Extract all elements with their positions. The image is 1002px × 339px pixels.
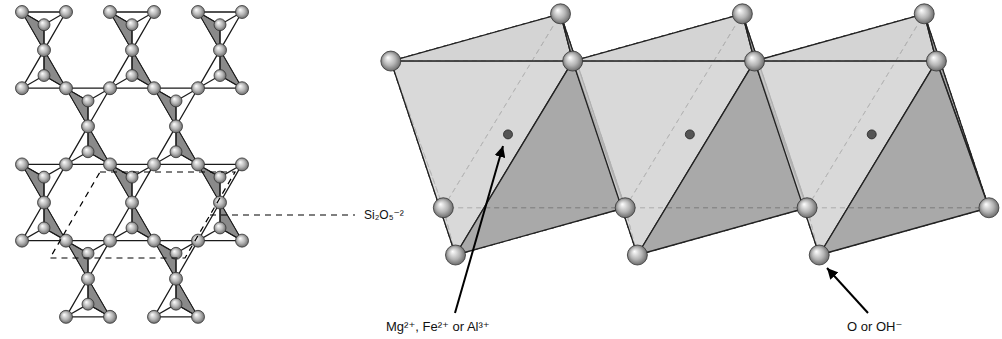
- apical-oxygen: [170, 146, 182, 158]
- basal-oxygen: [104, 82, 117, 95]
- basal-oxygen: [60, 6, 73, 19]
- apical-oxygen: [38, 19, 50, 31]
- oxygen-atom: [551, 4, 571, 24]
- cation: [504, 130, 513, 139]
- apical-oxygen: [126, 222, 138, 234]
- basal-oxygen: [16, 6, 29, 19]
- tetrahedral-sheet: [16, 6, 356, 324]
- oxygen-atom: [797, 198, 817, 218]
- oxygen-atom: [433, 198, 453, 218]
- basal-oxygen: [82, 120, 95, 133]
- cation: [685, 130, 694, 139]
- basal-oxygen: [60, 158, 73, 171]
- basal-oxygen: [236, 82, 249, 95]
- oxygen-atom: [926, 51, 946, 71]
- basal-oxygen: [170, 120, 183, 133]
- apical-oxygen: [82, 95, 94, 107]
- cation: [867, 130, 876, 139]
- apical-oxygen: [38, 222, 50, 234]
- basal-oxygen: [16, 82, 29, 95]
- figure-label: O or OH⁻: [845, 319, 904, 335]
- figure-label: Mg²⁺, Fe²⁺ or Al³⁺: [384, 319, 492, 335]
- basal-oxygen: [236, 234, 249, 247]
- basal-oxygen: [192, 82, 205, 95]
- basal-oxygen: [192, 158, 205, 171]
- apical-oxygen: [126, 70, 138, 82]
- apical-oxygen: [214, 70, 226, 82]
- basal-oxygen: [148, 6, 161, 19]
- pointer-arrow: [827, 268, 868, 313]
- basal-oxygen: [192, 234, 205, 247]
- pointer-arrow: [455, 146, 503, 313]
- apical-oxygen: [170, 298, 182, 310]
- basal-oxygen: [148, 82, 161, 95]
- apical-oxygen: [170, 95, 182, 107]
- apical-oxygen: [214, 171, 226, 183]
- basal-oxygen: [148, 310, 161, 323]
- basal-oxygen: [170, 272, 183, 285]
- octahedron-face: [391, 14, 573, 61]
- basal-oxygen: [214, 44, 227, 57]
- apical-oxygen: [38, 70, 50, 82]
- octahedron-face: [755, 14, 937, 61]
- basal-oxygen: [104, 158, 117, 171]
- basal-oxygen: [214, 196, 227, 209]
- basal-oxygen: [104, 234, 117, 247]
- oxygen-atom: [627, 245, 647, 265]
- basal-oxygen: [16, 158, 29, 171]
- basal-oxygen: [192, 310, 205, 323]
- apical-oxygen: [38, 171, 50, 183]
- oxygen-atom: [809, 245, 829, 265]
- apical-oxygen: [126, 171, 138, 183]
- unit-cell: [50, 172, 235, 258]
- basal-oxygen: [126, 196, 139, 209]
- octahedral-sheet: [381, 4, 999, 265]
- basal-oxygen: [236, 158, 249, 171]
- oxygen-atom: [615, 198, 635, 218]
- basal-oxygen: [60, 234, 73, 247]
- oxygen-atom: [914, 4, 934, 24]
- oxygen-atom: [446, 245, 466, 265]
- apical-oxygen: [126, 19, 138, 31]
- apical-oxygen: [82, 298, 94, 310]
- basal-oxygen: [192, 6, 205, 19]
- apical-oxygen: [214, 222, 226, 234]
- apical-oxygen: [82, 146, 94, 158]
- oxygen-atom: [381, 51, 401, 71]
- basal-oxygen: [60, 82, 73, 95]
- basal-oxygen: [38, 196, 51, 209]
- leader-line: [210, 214, 355, 215]
- basal-oxygen: [126, 44, 139, 57]
- basal-oxygen: [38, 44, 51, 57]
- basal-oxygen: [16, 234, 29, 247]
- basal-oxygen: [104, 310, 117, 323]
- octahedron-face: [573, 14, 755, 61]
- basal-oxygen: [82, 272, 95, 285]
- oxygen-atom: [745, 51, 765, 71]
- oxygen-atom: [732, 4, 752, 24]
- basal-oxygen: [104, 6, 117, 19]
- figure-label: Si₂O₅⁻²: [362, 207, 406, 223]
- basal-oxygen: [60, 310, 73, 323]
- basal-oxygen: [148, 158, 161, 171]
- oxygen-atom: [563, 51, 583, 71]
- octahedron-face: [819, 61, 989, 255]
- apical-oxygen: [214, 19, 226, 31]
- basal-oxygen: [236, 6, 249, 19]
- basal-oxygen: [148, 234, 161, 247]
- oxygen-atom: [979, 198, 999, 218]
